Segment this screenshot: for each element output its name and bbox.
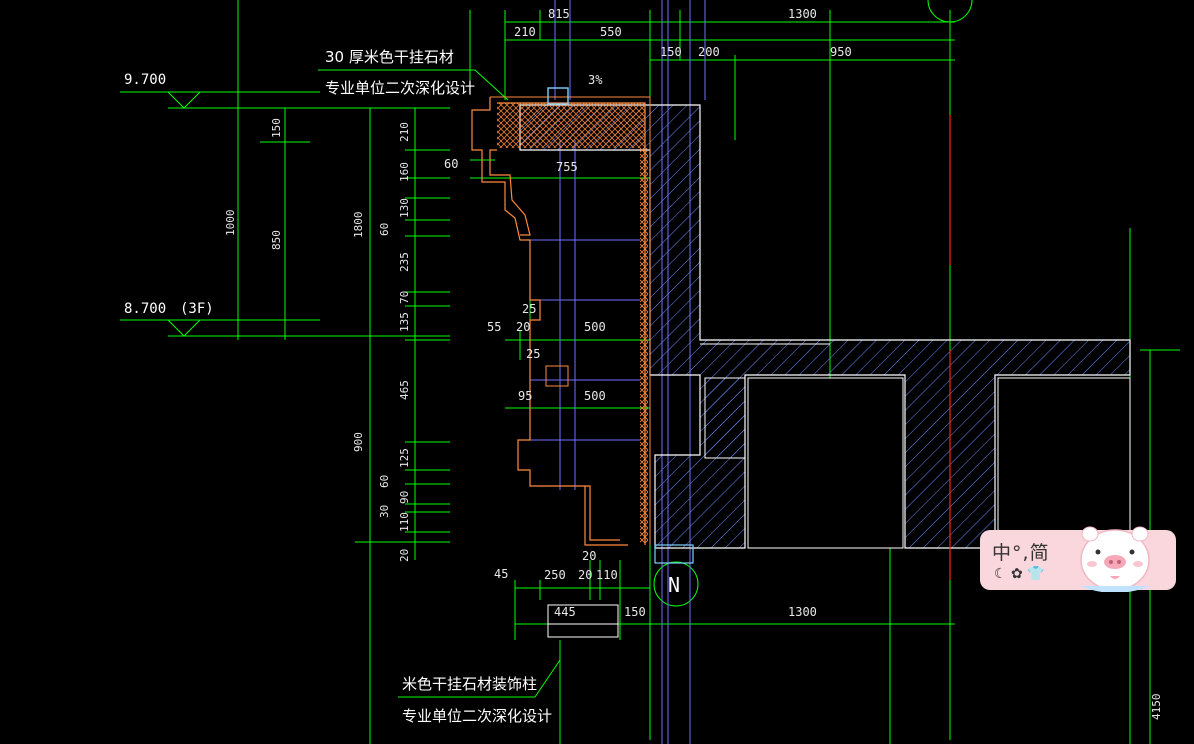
grid-bubble-label: N bbox=[668, 573, 680, 597]
dim-210-inner: 210 bbox=[398, 122, 411, 142]
dim-135: 135 bbox=[398, 312, 411, 332]
dim-250: 250 bbox=[544, 568, 566, 582]
dim-95: 95 bbox=[518, 389, 532, 403]
dim-20-bottom-b: 20 bbox=[578, 568, 592, 582]
note-bottom-line2: 专业单位二次深化设计 bbox=[402, 707, 552, 725]
note-top-line2: 专业单位二次深化设计 bbox=[325, 79, 475, 97]
moon-icon[interactable]: ☾ bbox=[994, 566, 1007, 582]
level-label-8700: 8.700 bbox=[124, 301, 166, 317]
dim-445: 445 bbox=[554, 605, 576, 619]
dim-1300-top: 1300 bbox=[788, 7, 817, 21]
dim-110-left: 110 bbox=[398, 512, 411, 532]
dim-20-mid: 20 bbox=[516, 320, 530, 334]
dim-25-b: 25 bbox=[526, 347, 540, 361]
ime-icon-row: ☾ ✿ 👕 bbox=[994, 566, 1045, 582]
dim-200: 200 bbox=[698, 45, 720, 59]
note-top-line1: 30 厚米色干挂石材 bbox=[325, 48, 454, 66]
level-label-9700: 9.700 bbox=[124, 72, 166, 88]
level-label-3f: (3F) bbox=[180, 301, 214, 317]
dim-150-bottom: 150 bbox=[624, 605, 646, 619]
ime-toolbar[interactable]: 中°,简 ☾ ✿ 👕 bbox=[980, 520, 1176, 592]
dim-500-b: 500 bbox=[584, 389, 606, 403]
dim-160: 160 bbox=[398, 162, 411, 182]
dim-1800: 1800 bbox=[352, 212, 365, 239]
gear-icon[interactable]: ✿ bbox=[1011, 566, 1023, 582]
ime-script-toggle[interactable]: 简 bbox=[1029, 542, 1050, 564]
dim-70: 70 bbox=[398, 291, 411, 304]
note-bottom-line1: 米色干挂石材装饰柱 bbox=[402, 675, 537, 693]
dim-850: 850 bbox=[270, 230, 283, 250]
dim-55: 55 bbox=[487, 320, 501, 334]
dim-465: 465 bbox=[398, 380, 411, 400]
dim-125: 125 bbox=[398, 448, 411, 468]
ime-punct-toggle[interactable]: °, bbox=[1012, 542, 1030, 564]
dim-60-b: 60 bbox=[378, 475, 391, 488]
dim-235: 235 bbox=[398, 252, 411, 272]
dim-45: 45 bbox=[494, 567, 508, 581]
dim-500-a: 500 bbox=[584, 320, 606, 334]
dim-90: 90 bbox=[398, 491, 411, 504]
dim-20-bottom: 20 bbox=[582, 549, 596, 563]
stone-cladding bbox=[471, 96, 651, 546]
dim-130: 130 bbox=[398, 198, 411, 218]
dim-25-a: 25 bbox=[522, 302, 536, 316]
dim-1000: 1000 bbox=[224, 210, 237, 237]
dim-210-top: 210 bbox=[514, 25, 536, 39]
shirt-icon[interactable]: 👕 bbox=[1027, 566, 1045, 582]
dim-550: 550 bbox=[600, 25, 622, 39]
dim-900: 900 bbox=[352, 432, 365, 452]
ime-mode-row[interactable]: 中°,简 bbox=[992, 538, 1050, 565]
dim-950: 950 bbox=[830, 45, 852, 59]
dim-755: 755 bbox=[556, 160, 578, 174]
dim-4150: 4150 bbox=[1150, 694, 1163, 721]
dim-815: 815 bbox=[548, 7, 570, 21]
dim-150-left: 150 bbox=[270, 118, 283, 138]
dim-60-mid: 60 bbox=[444, 157, 458, 171]
ime-mode-toggle[interactable]: 中 bbox=[992, 542, 1013, 564]
dim-1300-bottom: 1300 bbox=[788, 605, 817, 619]
concrete-structure bbox=[519, 104, 1131, 549]
dim-150-top: 150 bbox=[660, 45, 682, 59]
dim-60-a: 60 bbox=[378, 223, 391, 236]
dim-20-left: 20 bbox=[398, 549, 411, 562]
slope-3pct: 3% bbox=[588, 73, 603, 87]
dim-30: 30 bbox=[378, 505, 391, 518]
dim-110-bottom: 110 bbox=[596, 568, 618, 582]
pig-mascot-icon bbox=[1080, 526, 1150, 592]
